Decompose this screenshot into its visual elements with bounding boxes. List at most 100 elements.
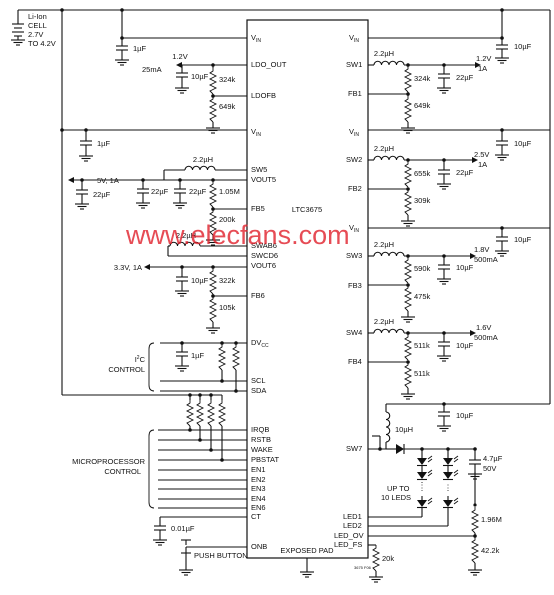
svg-text:⋮: ⋮ (418, 483, 426, 492)
svg-text:20k: 20k (382, 554, 394, 563)
svg-text:1A: 1A (478, 160, 487, 169)
svg-text:1.96M: 1.96M (481, 515, 502, 524)
svg-text:10µF: 10µF (191, 276, 209, 285)
svg-text:1.05M: 1.05M (219, 187, 240, 196)
pin-sw4: SW4 (346, 328, 362, 337)
pin-vout6: VOUT6 (251, 261, 276, 270)
pin-scl: SCL (251, 376, 266, 385)
svg-text:CELL: CELL (28, 21, 47, 30)
svg-text:25mA: 25mA (142, 65, 162, 74)
pin-onb: ONB (251, 542, 267, 551)
svg-text:10µF: 10µF (514, 139, 532, 148)
svg-text:649k: 649k (219, 102, 236, 111)
svg-text:2.2µH: 2.2µH (374, 144, 394, 153)
svg-text:22µF: 22µF (456, 73, 474, 82)
pin-fb1: FB1 (348, 89, 362, 98)
svg-text:475k: 475k (414, 292, 431, 301)
svg-text:322k: 322k (219, 276, 236, 285)
svg-text:309k: 309k (414, 196, 431, 205)
exposed-pad-label: EXPOSED PAD (280, 546, 334, 555)
pin-fb6: FB6 (251, 291, 265, 300)
svg-text:10µF: 10µF (456, 263, 474, 272)
svg-text:22µF: 22µF (456, 168, 474, 177)
svg-text:MICROPROCESSOR: MICROPROCESSOR (72, 457, 146, 466)
left-pin-labels: VIN LDO_OUT LDOFB VIN SW5 VOUT5 FB5 SWAB… (251, 33, 287, 551)
i2c-label: I2C (135, 355, 146, 364)
svg-text:42.2k: 42.2k (481, 546, 500, 555)
svg-text:2.2µH: 2.2µH (374, 317, 394, 326)
svg-text:2.2µH: 2.2µH (374, 240, 394, 249)
svg-text:2.2µH: 2.2µH (374, 49, 394, 58)
svg-text:TO 4.2V: TO 4.2V (28, 39, 56, 48)
svg-text:CONTROL: CONTROL (104, 467, 141, 476)
pin-dvcc: DVCC (251, 338, 269, 349)
svg-text:22µF: 22µF (151, 187, 169, 196)
pin-sda: SDA (251, 386, 266, 395)
pin-en4: EN4 (251, 494, 266, 503)
pin-fb5: FB5 (251, 204, 265, 213)
battery: Li-Ion CELL 2.7V TO 4.2V (10, 10, 56, 48)
pin-sw7: SW7 (346, 444, 362, 453)
pin-led-ov: LED_OV (334, 531, 364, 540)
svg-text:1µF: 1µF (191, 351, 204, 360)
pin-swcd6: SWCD6 (251, 251, 278, 260)
svg-text:1.6V: 1.6V (476, 323, 491, 332)
svg-text:324k: 324k (414, 74, 431, 83)
svg-text:10µF: 10µF (191, 72, 209, 81)
svg-text:105k: 105k (219, 303, 236, 312)
svg-text:1.8V: 1.8V (474, 245, 489, 254)
svg-text:3.3V, 1A: 3.3V, 1A (114, 263, 142, 272)
pin-sw2: SW2 (346, 155, 362, 164)
svg-text:1µF: 1µF (97, 139, 110, 148)
pin-sw3: SW3 (346, 251, 362, 260)
svg-text:200k: 200k (219, 215, 236, 224)
svg-text:511k: 511k (414, 369, 430, 378)
right-pin-labels: VIN SW1 FB1 VIN SW2 FB2 VIN SW3 FB3 SW4 … (334, 33, 364, 549)
svg-text:2.5V: 2.5V (474, 150, 489, 159)
svg-text:Li-Ion: Li-Ion (28, 12, 47, 21)
svg-text:655k: 655k (414, 169, 431, 178)
pin-swab6: SWAB6 (251, 241, 277, 250)
pin-wake: WAKE (251, 445, 273, 454)
svg-text:4.7µF: 4.7µF (483, 454, 503, 463)
pin-fb3: FB3 (348, 281, 362, 290)
svg-text:1A: 1A (478, 64, 487, 73)
pin-led-fs: LED_FS (334, 540, 362, 549)
microprocessor-bus (158, 429, 247, 509)
figure-code: 3675 F06 (354, 565, 372, 570)
pin-irqb: IRQB (251, 425, 269, 434)
pin-vin-right-3: VIN (349, 223, 359, 234)
pin-ldofb: LDOFB (251, 91, 276, 100)
pin-fb2: FB2 (348, 184, 362, 193)
svg-text:10µF: 10µF (456, 341, 474, 350)
svg-text:UP TO: UP TO (387, 484, 410, 493)
svg-text:22µF: 22µF (93, 190, 111, 199)
pin-sw5: SW5 (251, 165, 267, 174)
svg-text:500mA: 500mA (474, 255, 498, 264)
svg-text:22µF: 22µF (189, 187, 207, 196)
svg-text:1.2V: 1.2V (172, 52, 187, 61)
chip-name: LTC3675 (292, 205, 322, 214)
cap-10uf-r1: 10µF (514, 42, 532, 51)
pin-ldo-out: LDO_OUT (251, 60, 287, 69)
pin-vin-left-top: VIN (251, 33, 261, 44)
cap-1uf-top: 1µF (133, 44, 146, 53)
pin-vout5: VOUT5 (251, 175, 276, 184)
pin-pbstat: PBSTAT (251, 455, 279, 464)
pin-sw1: SW1 (346, 60, 362, 69)
svg-text:10 LEDS: 10 LEDS (381, 493, 411, 502)
svg-text:590k: 590k (414, 264, 431, 273)
svg-text:511k: 511k (414, 341, 430, 350)
svg-text:10µF: 10µF (456, 411, 474, 420)
svg-text:2.2µH: 2.2µH (193, 155, 213, 164)
pin-vin-right-top: VIN (349, 33, 359, 44)
svg-text:1.2V: 1.2V (476, 54, 491, 63)
watermark: www.elecfans.com (125, 220, 350, 250)
pin-led2: LED2 (343, 521, 362, 530)
svg-text:CONTROL: CONTROL (108, 365, 145, 374)
svg-text:5V, 1A: 5V, 1A (97, 176, 119, 185)
pin-rstb: RSTB (251, 435, 271, 444)
svg-text:10µF: 10µF (514, 235, 532, 244)
svg-text:2.7V: 2.7V (28, 30, 43, 39)
svg-text:649k: 649k (414, 101, 431, 110)
